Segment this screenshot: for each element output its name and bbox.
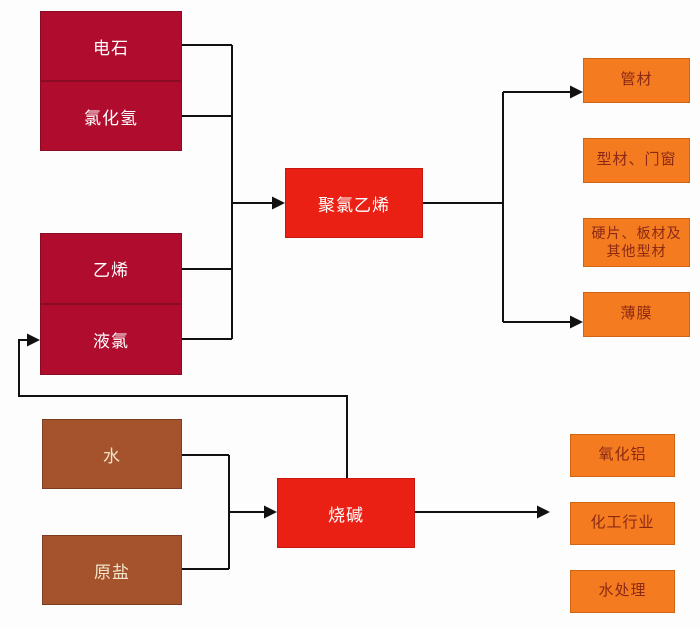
- connector-chlorine-feedback: [18, 339, 348, 478]
- node-chemical-industry: 化工行业: [570, 502, 675, 545]
- node-film: 薄膜: [583, 292, 690, 337]
- connector-carbide-bracket: [182, 44, 233, 340]
- arrowhead-to-caustic: [264, 505, 277, 519]
- node-hydrogen-chloride: 氯化氢: [40, 81, 182, 151]
- node-water: 水: [42, 419, 182, 489]
- node-water-treatment: 水处理: [570, 570, 675, 613]
- node-calcium-carbide: 电石: [40, 11, 182, 81]
- node-caustic-soda: 烧碱: [277, 478, 415, 548]
- node-rigid-sheets-plates: 硬片、板材及其他型材: [583, 218, 690, 267]
- arrowhead-to-pipe: [570, 85, 583, 99]
- node-pvc: 聚氯乙烯: [285, 168, 423, 238]
- node-raw-salt: 原盐: [42, 535, 182, 605]
- connector-pvc-to-bracket: [423, 92, 504, 322]
- connector-salt-bracket: [182, 454, 230, 570]
- node-profiles-doors-windows: 型材、门窗: [583, 138, 690, 183]
- node-pipe-material: 管材: [583, 58, 690, 103]
- arrowhead-to-caustic-apps: [537, 505, 550, 519]
- node-alumina: 氧化铝: [570, 434, 675, 477]
- node-liquid-chlorine: 液氯: [40, 304, 182, 375]
- arrowhead-to-chlorine: [27, 333, 40, 347]
- node-ethylene: 乙烯: [40, 233, 182, 304]
- arrowhead-to-film: [570, 315, 583, 329]
- arrowhead-to-pvc: [272, 196, 285, 210]
